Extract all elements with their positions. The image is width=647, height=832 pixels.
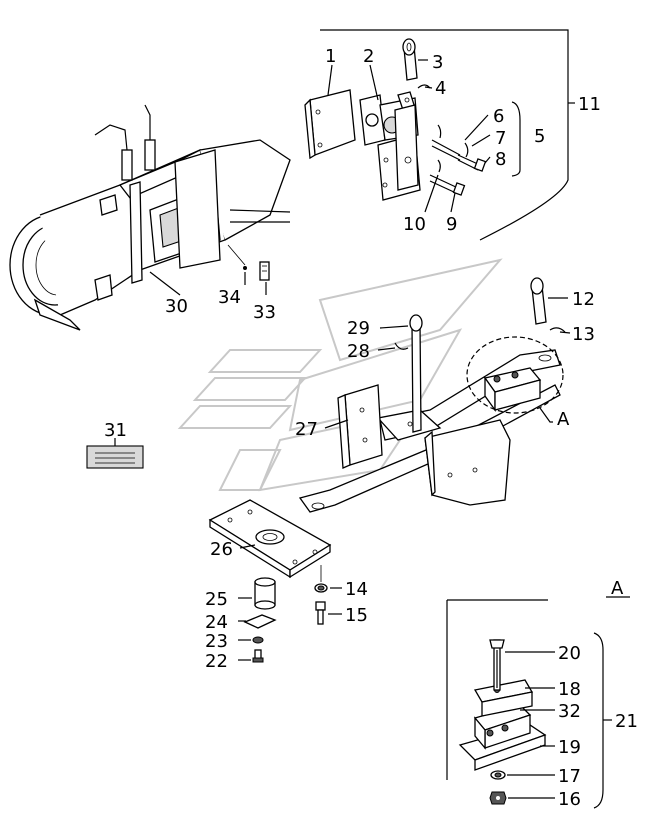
callout-34: 34 xyxy=(218,287,241,308)
callout-20: 20 xyxy=(558,643,581,664)
transmission-housing xyxy=(9,104,291,331)
callout-8: 8 xyxy=(495,149,506,170)
bolt-8 xyxy=(457,154,487,172)
callout-33: 33 xyxy=(253,302,276,323)
detail-a-assembly xyxy=(458,639,547,805)
callout-7: 7 xyxy=(495,128,506,149)
washer-23 xyxy=(252,636,264,644)
pin-6 xyxy=(431,124,461,161)
detail-a-frame xyxy=(446,596,630,809)
callout-1: 1 xyxy=(325,46,336,67)
clip-13 xyxy=(549,327,566,333)
callout-5: 5 xyxy=(534,126,545,147)
callout-24: 24 xyxy=(205,612,228,633)
clip-7 xyxy=(464,142,469,158)
callout-30: 30 xyxy=(165,296,188,317)
bracket-assembly xyxy=(304,89,421,201)
pin-9 xyxy=(429,174,466,196)
part-34-pin xyxy=(243,266,247,270)
callout-11: 11 xyxy=(578,94,601,115)
callout-6: 6 xyxy=(493,106,504,127)
view-marker-a: A xyxy=(557,409,570,430)
bushing-25 xyxy=(254,577,276,610)
clip-10 xyxy=(437,159,441,173)
callout-17: 17 xyxy=(558,766,581,787)
plate-26 xyxy=(208,499,332,579)
callout-27: 27 xyxy=(295,419,318,440)
callout-19: 19 xyxy=(558,737,581,758)
part-33-clip xyxy=(259,261,270,281)
callout-31: 31 xyxy=(104,420,127,441)
callout-12: 12 xyxy=(572,289,595,310)
callout-9: 9 xyxy=(446,214,457,235)
callout-22: 22 xyxy=(205,651,228,672)
callout-15: 15 xyxy=(345,605,368,626)
callout-labels: 1 2 3 4 5 6 7 8 9 10 11 12 13 14 15 16 1… xyxy=(104,46,638,810)
clip-28 xyxy=(394,342,409,350)
detail-title-a: A xyxy=(611,578,624,599)
pin-12 xyxy=(530,277,547,325)
callout-3: 3 xyxy=(432,52,443,73)
bolt-15 xyxy=(315,601,326,625)
callout-14: 14 xyxy=(345,579,368,600)
callout-21: 21 xyxy=(615,711,638,732)
callout-26: 26 xyxy=(210,539,233,560)
pin-3 xyxy=(402,38,418,81)
label-31 xyxy=(86,445,144,469)
callout-32: 32 xyxy=(558,701,581,722)
callout-10: 10 xyxy=(403,214,426,235)
block-assembly-circled xyxy=(466,336,564,414)
callout-28: 28 xyxy=(347,341,370,362)
nut-14 xyxy=(314,565,328,593)
bolt-22 xyxy=(252,649,264,663)
callout-13: 13 xyxy=(572,324,595,345)
callout-25: 25 xyxy=(205,589,228,610)
callout-16: 16 xyxy=(558,789,581,810)
callout-4: 4 xyxy=(435,78,446,99)
callout-23: 23 xyxy=(205,631,228,652)
callout-29: 29 xyxy=(347,318,370,339)
washer-plate-24 xyxy=(243,614,277,629)
callout-2: 2 xyxy=(363,46,374,67)
callout-18: 18 xyxy=(558,679,581,700)
drawbar-frame xyxy=(298,314,561,513)
